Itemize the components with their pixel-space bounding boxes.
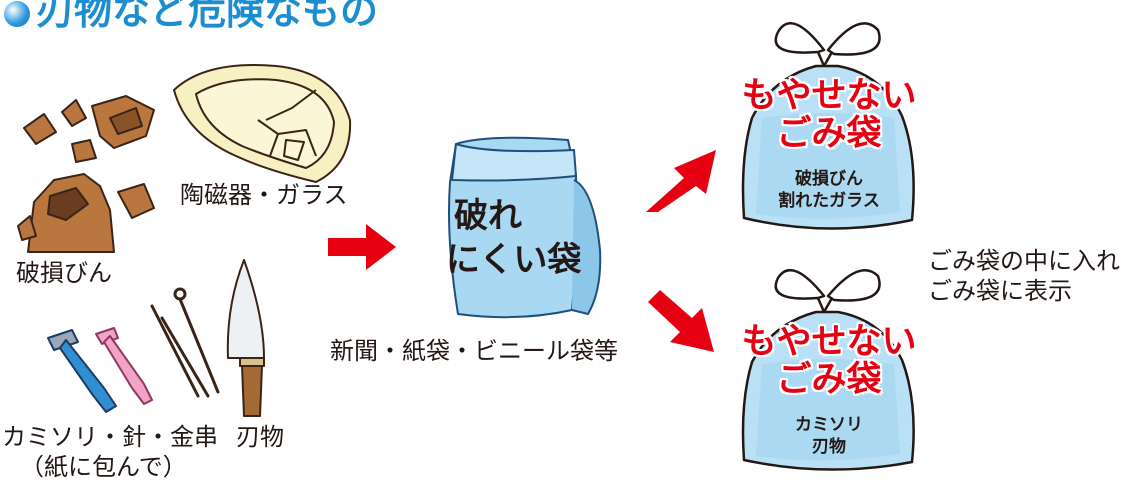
wrap-note-label: （紙に包んで） xyxy=(20,453,187,481)
garbage-bag-2-title-1: もやせない xyxy=(741,322,917,362)
section-title: 刃物など危険なもの xyxy=(4,0,378,35)
wrap-bag-text-1: 破れ xyxy=(454,196,522,236)
section-title-text: 刃物など危険なもの xyxy=(36,0,379,33)
razor-icon xyxy=(47,327,153,413)
knife-icon xyxy=(226,259,265,417)
garbage-bag-1-content-2: 割れたガラス xyxy=(778,191,880,211)
broken-bottle-label: 破損びん xyxy=(16,259,112,287)
instruction-line-2: ごみ袋に表示 xyxy=(928,277,1072,305)
paper-bag-icon xyxy=(448,136,602,319)
garbage-bag-1-content-1: 破損びん xyxy=(795,169,863,189)
broken-plate-icon xyxy=(173,64,352,183)
needle-icon xyxy=(150,287,220,398)
blades-label: 刃物 xyxy=(236,423,284,451)
broken-bottle-icon xyxy=(17,95,155,253)
instruction-line-1: ごみ袋の中に入れ xyxy=(928,247,1120,275)
bullet-icon xyxy=(4,0,30,27)
wrap-bag-text-2: にくい袋 xyxy=(446,240,582,280)
razors-needles-label: カミソリ・針・金串 xyxy=(2,423,218,451)
arrow-icon xyxy=(328,224,396,270)
garbage-bag-icon xyxy=(741,22,915,230)
arrow-icon xyxy=(646,150,716,212)
ceramics-glass-label: 陶磁器・ガラス xyxy=(180,181,348,209)
garbage-bag-1-title-2: ごみ袋 xyxy=(776,114,882,154)
garbage-bag-2-content-1: カミソリ xyxy=(795,415,863,435)
arrow-icon xyxy=(648,290,714,352)
garbage-bag-2-content-2: 刃物 xyxy=(812,437,846,457)
garbage-bag-2-title-2: ごみ袋 xyxy=(776,360,882,400)
wrap-bag-caption: 新聞・紙袋・ビニール袋等 xyxy=(330,337,618,365)
garbage-bag-1-title-1: もやせない xyxy=(741,76,917,116)
garbage-bag-icon xyxy=(741,268,915,471)
